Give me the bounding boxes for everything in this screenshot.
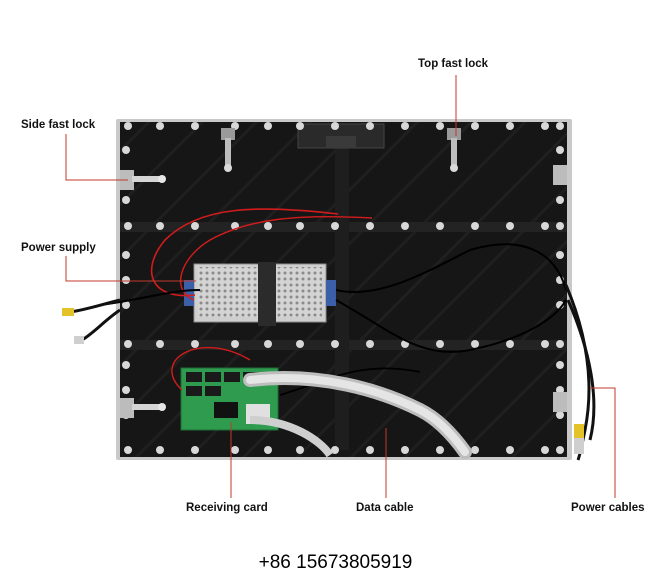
top-fast-lock-left — [221, 128, 235, 172]
magnet-dot — [264, 222, 272, 230]
red-wire — [171, 346, 251, 391]
black-wire — [279, 367, 421, 396]
power-supply — [184, 262, 336, 326]
power-cables-right — [564, 284, 596, 461]
magnet-dot — [264, 446, 272, 454]
callout-data-cable: Data cable — [356, 502, 414, 514]
magnet-dot — [366, 446, 374, 454]
leader-power-cables — [590, 387, 616, 498]
magnet-dot — [191, 122, 199, 130]
magnet-dot — [401, 122, 409, 130]
magnet-dot — [124, 222, 132, 230]
magnet-dot — [296, 222, 304, 230]
magnet-dot — [264, 122, 272, 130]
magnet-dot — [122, 146, 130, 154]
magnet-dot — [156, 222, 164, 230]
top-fast-lock-right — [447, 128, 461, 172]
cabinet-rib-center — [335, 140, 349, 450]
magnet-dot — [556, 340, 564, 348]
magnet-dot — [122, 196, 130, 204]
magnet-dot — [331, 122, 339, 130]
magnet-dot — [124, 446, 132, 454]
magnet-dot — [401, 446, 409, 454]
magnet-dot — [366, 122, 374, 130]
magnet-dot — [401, 222, 409, 230]
magnet-dot — [231, 446, 239, 454]
red-wire — [150, 208, 339, 297]
callout-power-supply: Power supply — [21, 242, 96, 254]
magnet-dot — [436, 222, 444, 230]
data-cable-secondary — [249, 416, 334, 458]
magnet-dot — [436, 340, 444, 348]
magnet-dot — [556, 251, 564, 259]
magnet-dot — [556, 446, 564, 454]
magnet-dot — [296, 446, 304, 454]
callout-side-fast-lock: Side fast lock — [21, 119, 96, 131]
leader-side-fast-lock — [65, 134, 128, 181]
magnet-dot — [296, 340, 304, 348]
magnet-dot — [122, 276, 130, 284]
magnet-dot — [191, 222, 199, 230]
magnet-dot — [156, 122, 164, 130]
magnet-dot — [471, 446, 479, 454]
magnet-dot — [191, 340, 199, 348]
side-fast-lock-right-bottom — [553, 392, 567, 412]
callout-power-cables: Power cables — [571, 502, 645, 514]
magnet-dot — [191, 446, 199, 454]
magnet-dot — [436, 446, 444, 454]
magnet-dot — [124, 122, 132, 130]
contact-phone: +86 15673805919 — [258, 552, 413, 573]
magnet-dot — [541, 446, 549, 454]
callout-top-fast-lock: Top fast lock — [418, 58, 489, 70]
black-wire — [335, 243, 567, 293]
magnet-dot — [471, 222, 479, 230]
magnet-dot — [124, 340, 132, 348]
magnet-dot — [366, 340, 374, 348]
top-handle-plate — [326, 136, 356, 148]
side-fast-lock-bottom — [120, 398, 166, 418]
magnet-dot — [556, 122, 564, 130]
callout-receiving-card: Receiving card — [186, 502, 268, 514]
data-cable-highlight — [246, 374, 469, 456]
magnet-dot — [506, 340, 514, 348]
side-fast-lock-right-top — [553, 165, 567, 185]
magnet-dot — [471, 122, 479, 130]
magnet-dot — [556, 196, 564, 204]
magnet-dot — [331, 222, 339, 230]
magnet-dot — [506, 122, 514, 130]
magnet-dot — [556, 222, 564, 230]
magnet-dot — [296, 122, 304, 130]
magnet-dot — [122, 301, 130, 309]
magnet-dot — [541, 222, 549, 230]
magnet-dot — [156, 340, 164, 348]
black-wire — [335, 299, 567, 353]
magnet-dot — [264, 340, 272, 348]
magnet-dot — [556, 361, 564, 369]
magnet-dot — [366, 222, 374, 230]
magnet-dot — [231, 340, 239, 348]
magnet-dot — [506, 222, 514, 230]
magnet-dot — [436, 122, 444, 130]
magnet-dot — [122, 251, 130, 259]
magnet-dot — [331, 446, 339, 454]
magnet-dot — [541, 122, 549, 130]
red-wire — [179, 215, 373, 301]
magnet-dot — [556, 146, 564, 154]
magnet-dot — [122, 386, 130, 394]
magnet-dot — [506, 446, 514, 454]
magnet-dot — [331, 340, 339, 348]
magnet-dot — [541, 340, 549, 348]
leader-lines — [65, 75, 616, 498]
leader-power-supply — [65, 256, 196, 282]
magnet-dot — [122, 361, 130, 369]
magnet-dot — [471, 340, 479, 348]
magnet-dot — [156, 446, 164, 454]
magnet-dot — [556, 411, 564, 419]
power-cables-left — [62, 298, 121, 344]
